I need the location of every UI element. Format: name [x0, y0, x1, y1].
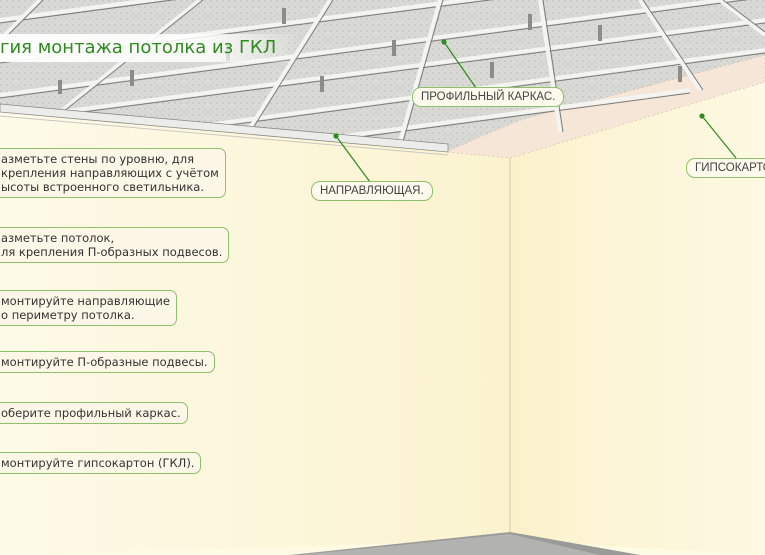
step-1-mark-walls: азметьте стены по уровню, для крепления … [0, 148, 226, 198]
step-6-mount-drywall: монтируйте гипсокартон (ГКЛ). [0, 452, 202, 474]
drywall-label: ГИПСОКАРТОН [686, 158, 765, 178]
step-5-assemble-frame: оберите профильный каркас. [0, 402, 188, 424]
frame-label: ПРОФИЛЬНЫЙ КАРКАС. [412, 87, 565, 107]
page-title: гия монтажа потолка из ГКЛ [0, 34, 300, 62]
guide-label: НАПРАВЛЯЮЩАЯ. [311, 181, 433, 201]
drywall-leader [701, 115, 737, 159]
step-2-mark-ceiling: азметьте потолок, ля крепления П-образны… [0, 227, 230, 263]
step-4-mount-hangers: монтируйте П-образные подвесы. [0, 351, 215, 373]
frame-leader [443, 41, 477, 89]
guide-rail [0, 103, 449, 153]
guide-leader [335, 135, 371, 183]
left-wall [0, 110, 510, 555]
right-wall [510, 80, 765, 555]
step-3-mount-guides: монтируйте направляющие о периметру пото… [0, 290, 177, 326]
